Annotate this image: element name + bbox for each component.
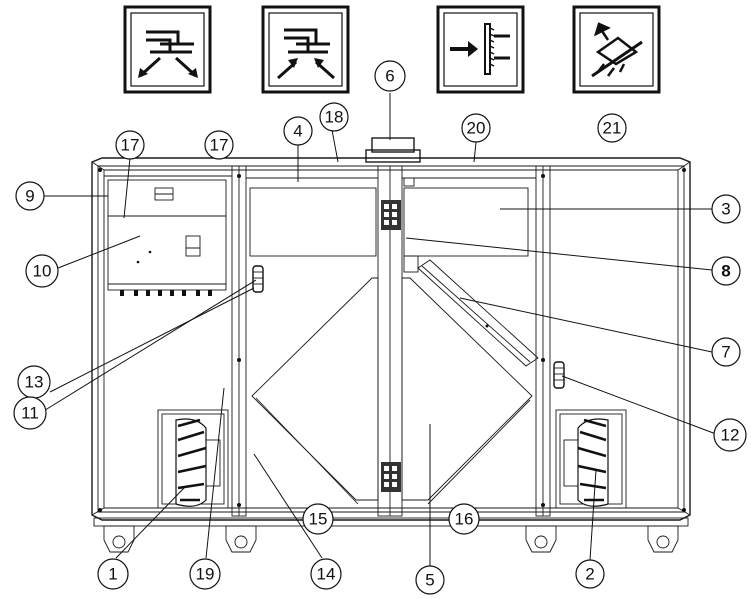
extract-filter — [404, 188, 528, 256]
callout-18: 18 — [320, 103, 348, 131]
bypass-damper — [404, 256, 538, 366]
callout-8: 8 — [712, 257, 740, 285]
supply-filter — [250, 188, 376, 256]
connector-block-upper — [381, 200, 401, 230]
svg-text:8: 8 — [721, 262, 730, 281]
svg-text:17: 17 — [210, 136, 229, 155]
svg-text:16: 16 — [455, 510, 474, 529]
leader-lines — [42, 93, 716, 566]
svg-text:18: 18 — [325, 108, 344, 127]
supply-fan — [158, 410, 228, 508]
svg-text:2: 2 — [585, 565, 594, 584]
callout-7: 7 — [712, 338, 740, 366]
svg-text:11: 11 — [21, 404, 39, 423]
callout-13: 13 — [18, 366, 50, 398]
callout-5: 5 — [416, 566, 444, 594]
extract-air-icon — [263, 7, 348, 92]
svg-text:1: 1 — [108, 565, 117, 584]
callout-3: 3 — [712, 195, 740, 223]
svg-text:21: 21 — [603, 119, 622, 138]
pressure-sensor-right — [554, 362, 564, 388]
callout-15: 15 — [303, 504, 333, 534]
callout-9: 9 — [16, 182, 44, 210]
callout-17a: 17 — [116, 131, 144, 159]
svg-text:5: 5 — [425, 571, 434, 590]
svg-text:15: 15 — [309, 510, 328, 529]
svg-text:4: 4 — [293, 122, 302, 141]
callout-1: 1 — [98, 559, 128, 589]
svg-text:6: 6 — [385, 67, 394, 86]
svg-text:10: 10 — [33, 262, 52, 281]
callout-6: 6 — [375, 61, 405, 91]
svg-text:13: 13 — [25, 373, 44, 392]
callout-12: 12 — [714, 419, 746, 451]
callout-2: 2 — [576, 560, 604, 588]
callout-14: 14 — [311, 559, 341, 589]
sensor-box — [404, 178, 414, 186]
connector-block-lower — [381, 462, 401, 492]
callout-17b: 17 — [205, 131, 233, 159]
svg-text:3: 3 — [721, 200, 730, 219]
callout-4: 4 — [284, 117, 312, 145]
callout-16: 16 — [449, 504, 479, 534]
exhaust-fan-icon — [574, 7, 659, 92]
filter-icon — [438, 7, 523, 92]
svg-text:14: 14 — [317, 565, 336, 584]
svg-text:7: 7 — [721, 343, 730, 362]
svg-text:17: 17 — [121, 136, 140, 155]
exhaust-fan — [556, 410, 626, 508]
callout-20: 20 — [462, 114, 490, 142]
pressure-sensor-left — [253, 266, 263, 292]
callout-10: 10 — [26, 255, 58, 287]
svg-text:9: 9 — [25, 187, 34, 206]
svg-text:12: 12 — [721, 426, 740, 445]
callout-19: 19 — [190, 559, 220, 589]
callout-11: 11 — [14, 397, 46, 429]
callout-21: 21 — [598, 114, 626, 142]
svg-text:20: 20 — [467, 119, 486, 138]
supply-air-icon — [125, 7, 210, 92]
svg-text:19: 19 — [196, 565, 215, 584]
